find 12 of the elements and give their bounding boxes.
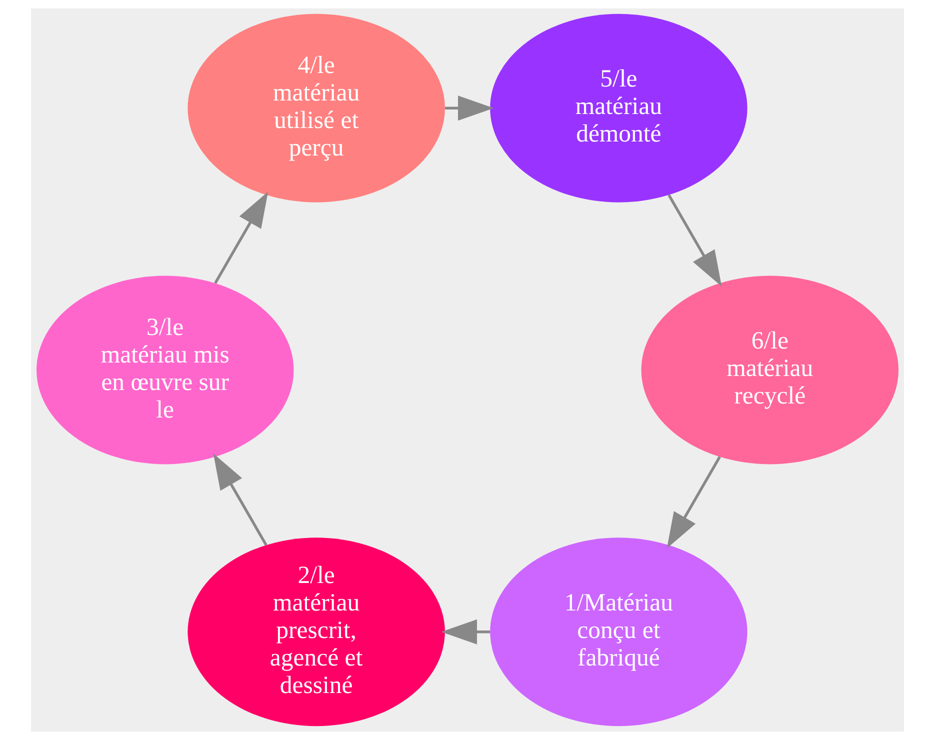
arrow bbox=[444, 96, 494, 121]
arrow bbox=[214, 192, 268, 284]
arrow bbox=[440, 619, 490, 644]
arrow bbox=[667, 194, 722, 287]
arrow bbox=[666, 456, 720, 548]
node-ellipse: 6/le matériau recyclé bbox=[640, 276, 898, 464]
node-ellipse: 3/le matériau mis en œuvre sur le bbox=[36, 276, 294, 464]
node-ellipse: 1/Matériau conçu et fabriqué bbox=[490, 538, 747, 726]
node-ellipse: 2/le matériau prescrit, agencé et dessiné bbox=[187, 538, 444, 726]
arrow bbox=[212, 453, 267, 546]
node-ellipse: 4/le matériau utilisé et perçu bbox=[187, 14, 444, 202]
node-ellipse: 5/le matériau démonté bbox=[490, 14, 747, 202]
